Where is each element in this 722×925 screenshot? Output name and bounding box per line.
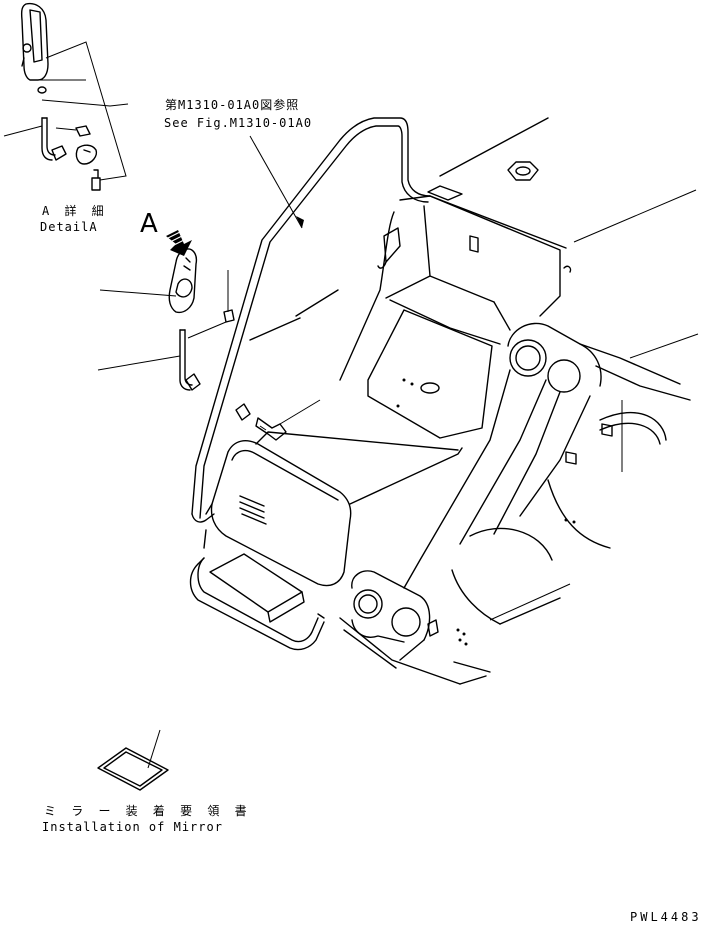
detail-a-assembly <box>3 2 129 191</box>
view-arrow-label: A <box>140 209 158 239</box>
view-direction-arrow-icon <box>166 230 192 256</box>
detail-label-en: DetailA <box>40 220 98 234</box>
manual-label-en: Installation of Mirror <box>42 820 223 834</box>
reference-label-jp: 第M1310-01A0図参照 <box>165 98 300 112</box>
boom <box>351 189 699 661</box>
detail-label-jp: A 詳 細 <box>42 204 108 218</box>
reference-label-en: See Fig.M1310-01A0 <box>164 116 313 130</box>
upper-structure <box>235 117 572 439</box>
manual-sheet <box>97 729 169 791</box>
handrail <box>191 117 463 523</box>
drawing-code: PWL4483 <box>630 910 702 924</box>
manual-label-jp: ミ ラ ー 装 着 要 領 書 <box>44 804 251 818</box>
mirror-assembly <box>97 230 235 391</box>
reference-leader <box>249 135 303 229</box>
cab-lower <box>189 399 491 685</box>
